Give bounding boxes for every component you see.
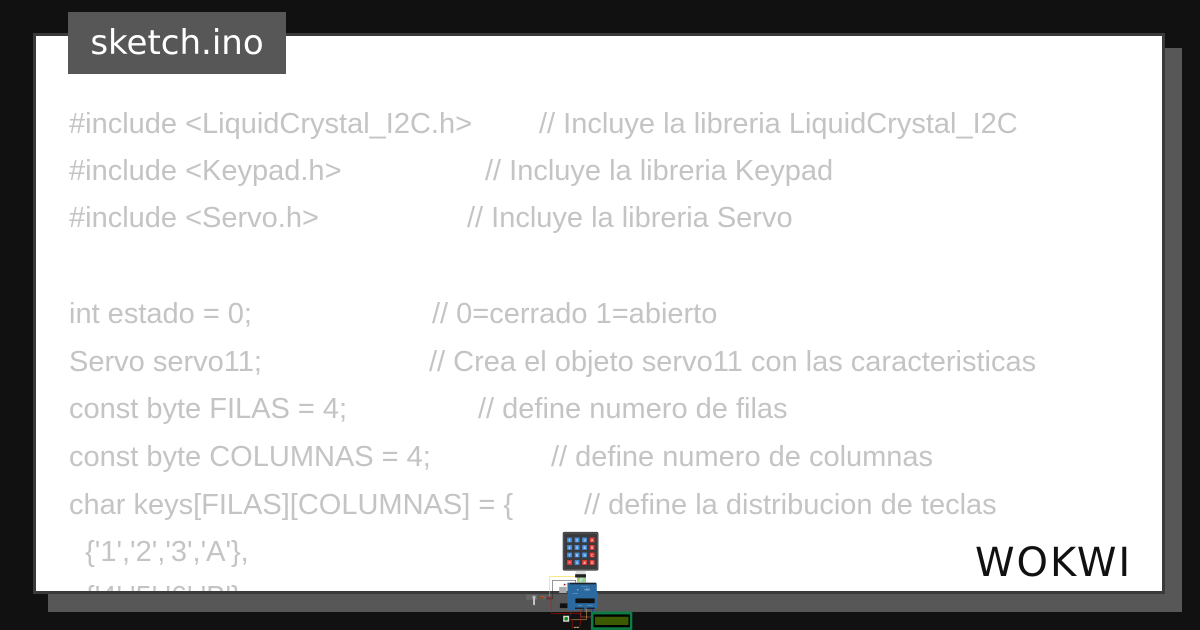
- code-text: #include <Servo.h>: [69, 202, 319, 234]
- keypad[interactable]: 1 2 3 A 4 5 6 B 7 8 9 C * 0 # D: [562, 531, 599, 578]
- keypad-key-label: 2: [576, 538, 578, 542]
- code-line: const byte FILAS = 4; // define numero de…: [69, 389, 788, 429]
- lcd-display: [590, 611, 633, 630]
- code-comment: // Crea el objeto servo11 con las caract…: [429, 346, 1037, 378]
- resistor: [574, 626, 579, 629]
- keypad-key[interactable]: [574, 552, 580, 558]
- code-text: #include <Keypad.h>: [69, 155, 342, 187]
- keypad-key[interactable]: [566, 552, 573, 558]
- code-line: #include <LiquidCrystal_I2C.h> // Incluye…: [69, 104, 1018, 144]
- keypad-key[interactable]: [581, 559, 588, 566]
- circuit-group: 1 2 3 A 4 5 6 B 7 8 9 C * 0 # D ∞ ARDUINO UNO DIGITAL (…: [523, 531, 633, 630]
- code-comment: // Incluye la libreria Servo: [467, 202, 793, 234]
- arduino-model: UNO: [585, 589, 590, 591]
- wire-resistor-vcc: [578, 616, 582, 628]
- keypad-key[interactable]: [581, 537, 588, 543]
- keypad-key-label: 5: [576, 546, 578, 550]
- code-text: {'1','2','3','A'},: [69, 536, 249, 568]
- code-line: int estado = 0; // 0=cerrado 1=abierto: [69, 294, 717, 334]
- keypad-key-label: 4: [568, 546, 571, 550]
- code-text: const byte FILAS = 4;: [69, 393, 348, 425]
- code-text: {'4','5','6','B'},: [69, 581, 249, 591]
- keypad-key[interactable]: [566, 559, 573, 566]
- wire-lcd-vcc: [580, 613, 592, 618]
- code-comment: // define numero de filas: [478, 393, 788, 425]
- code-text: int estado = 0;: [69, 298, 252, 330]
- wire-black: [545, 580, 576, 600]
- keypad-key[interactable]: [574, 559, 580, 566]
- keypad-key[interactable]: [574, 537, 580, 543]
- code-line: {'1','2','3','A'},: [69, 532, 249, 572]
- keypad-key[interactable]: [574, 544, 580, 551]
- keypad-key[interactable]: [566, 544, 573, 551]
- wires: [545, 576, 594, 628]
- code-line: Servo servo11; // Crea el objeto servo11 …: [69, 342, 1036, 382]
- code-text: #include <LiquidCrystal_I2C.h>: [69, 108, 473, 140]
- file-title: sketch.ino: [68, 12, 286, 74]
- keypad-key-label: 1: [568, 538, 570, 542]
- code-line: {'4','5','6','B'},: [69, 577, 249, 591]
- keypad-key-label: C: [591, 553, 594, 557]
- power-jack: [559, 603, 568, 609]
- code-comment: // Incluye la libreria LiquidCrystal_I2C: [539, 108, 1018, 140]
- keypad-key[interactable]: [589, 537, 595, 543]
- code-preview: #include <LiquidCrystal_I2C.h> // Incluye…: [36, 36, 1162, 591]
- keypad-key-label: A: [591, 538, 594, 542]
- code-line: const byte COLUMNAS = 4; // define numero…: [69, 437, 933, 477]
- keypad-key-label: 7: [568, 553, 570, 557]
- atmega-chip: [575, 598, 595, 604]
- arduino-logo: ∞: [577, 588, 579, 591]
- preview-card: #include <LiquidCrystal_I2C.h> // Incluye…: [33, 33, 1165, 594]
- keypad-key-label: 0: [576, 561, 578, 565]
- keypad-key[interactable]: [589, 559, 595, 566]
- keypad-key[interactable]: [581, 544, 588, 551]
- keypad-key-label: #: [583, 561, 586, 565]
- power-label: POWER: [578, 605, 582, 607]
- code-line: #include <Servo.h> // Incluye la libreria…: [69, 198, 793, 238]
- code-line: char keys[FILAS][COLUMNAS] = { // define …: [69, 485, 997, 525]
- arduino-uno[interactable]: ∞ ARDUINO UNO DIGITAL (PWM ~) POWER ANAL…: [559, 582, 598, 611]
- wire-button-gnd: [570, 608, 583, 616]
- keypad-key-label: 9: [583, 553, 585, 557]
- keypad-key-label: *: [569, 561, 571, 565]
- keypad-key-label: 6: [583, 546, 586, 550]
- code-text: char keys[FILAS][COLUMNAS] = {: [69, 489, 514, 521]
- code-comment: // define la distribucion de teclas: [584, 489, 997, 521]
- keypad-key-label: 3: [583, 538, 585, 542]
- keypad-key-label: B: [591, 546, 594, 550]
- keypad-wires: [577, 577, 586, 583]
- wire-resistor: [569, 619, 575, 628]
- digital-header: [570, 582, 596, 585]
- keypad-key[interactable]: [589, 544, 595, 551]
- code-comment: // define numero de columnas: [551, 441, 934, 473]
- code-line: #include <Keypad.h> // Incluye la libreri…: [69, 151, 833, 191]
- keypad-key-label: 8: [576, 553, 578, 557]
- servo[interactable]: [523, 594, 547, 606]
- wire-lcd-gnd: [582, 608, 592, 616]
- keypad-key[interactable]: [566, 537, 573, 543]
- code-comment: // 0=cerrado 1=abierto: [432, 298, 718, 330]
- keypad-key-label: D: [591, 561, 594, 565]
- keypad-key[interactable]: [589, 552, 595, 558]
- code-text: const byte COLUMNAS = 4;: [69, 441, 431, 473]
- code-text: Servo servo11;: [69, 346, 262, 378]
- usb-port: [559, 586, 567, 594]
- keypad-key[interactable]: [581, 552, 588, 558]
- code-comment: // Incluye la libreria Keypad: [485, 155, 834, 187]
- wokwi-logo: WOKWI: [975, 540, 1133, 586]
- pushbutton[interactable]: [563, 615, 570, 622]
